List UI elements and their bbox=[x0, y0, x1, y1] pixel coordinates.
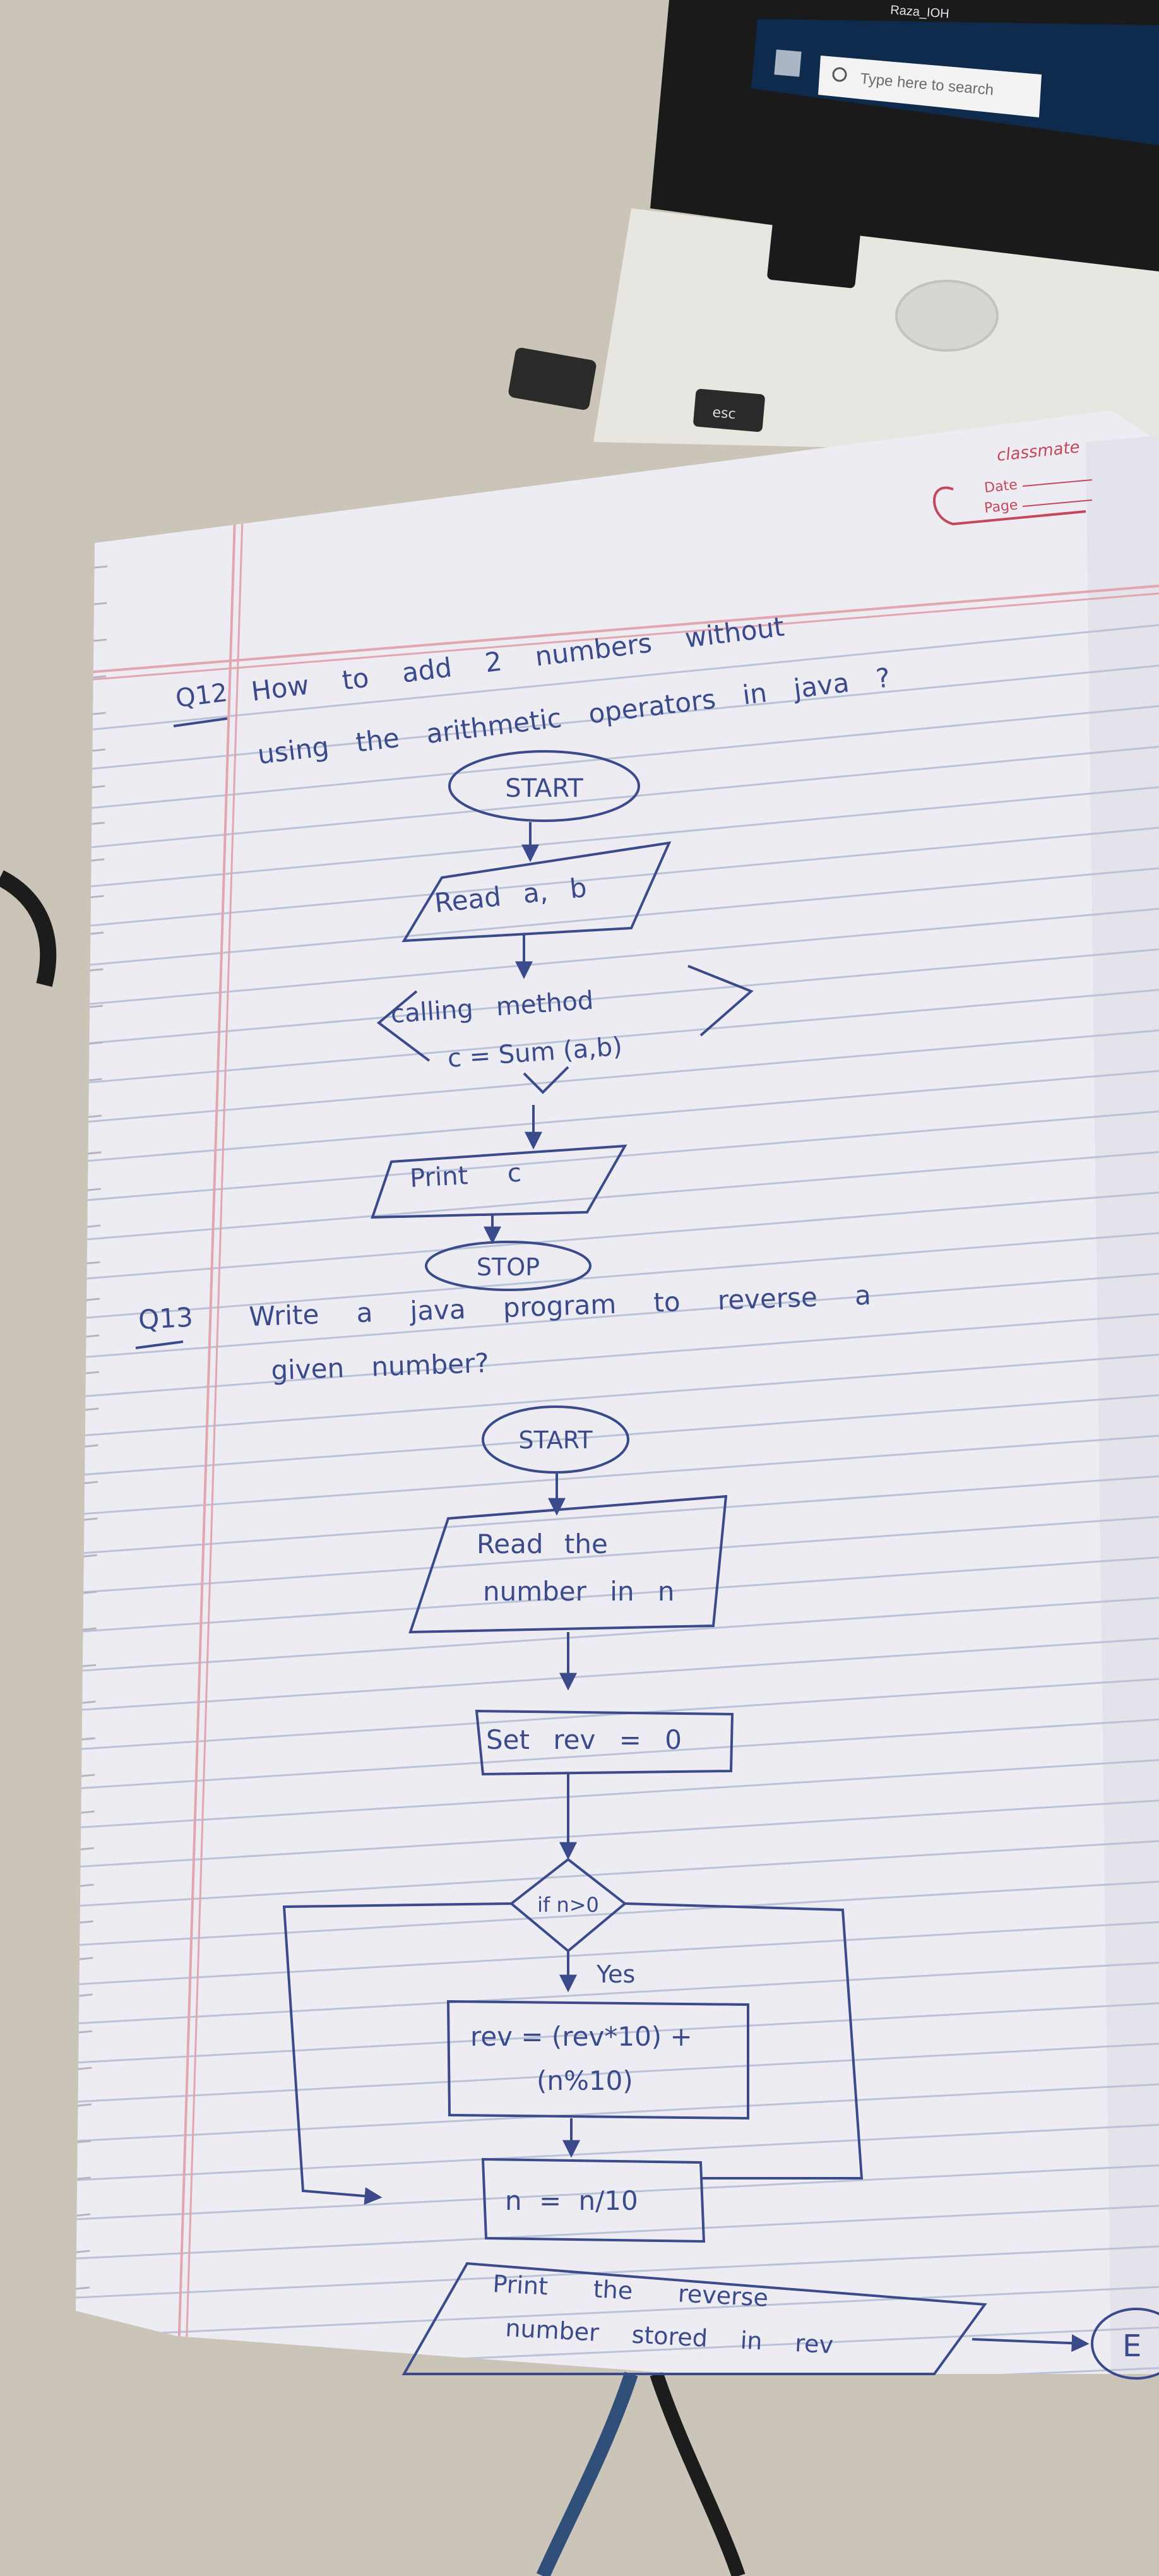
ruled-line bbox=[76, 1151, 1159, 1243]
ruled-line bbox=[76, 664, 1159, 773]
q13-start-terminal: START bbox=[482, 1405, 629, 1474]
date-label: Date bbox=[984, 477, 1018, 496]
q13-loop-exit-line bbox=[282, 1902, 512, 2205]
ruled-line bbox=[76, 2286, 1159, 2339]
esc-key[interactable] bbox=[693, 388, 766, 432]
ruled-line bbox=[76, 786, 1159, 890]
ruled-line bbox=[76, 1637, 1159, 1712]
ruled-line bbox=[76, 1840, 1159, 1908]
ruled-line bbox=[76, 2123, 1159, 2182]
q13-number: Q13 bbox=[138, 1302, 194, 1335]
ruled-line bbox=[76, 2205, 1159, 2260]
left-margin-line-2 bbox=[184, 517, 244, 2374]
ruled-line bbox=[76, 1678, 1159, 1751]
ruled-line bbox=[76, 1313, 1159, 1399]
top-margin-line-2 bbox=[76, 592, 1159, 683]
ruled-line bbox=[76, 1799, 1159, 1869]
ruled-line bbox=[76, 1070, 1159, 1164]
ruled-line bbox=[76, 1394, 1159, 1477]
ruled-line bbox=[76, 2245, 1159, 2299]
q12-print-output: Print c bbox=[371, 1144, 627, 1219]
page-label: Page bbox=[984, 498, 1019, 516]
ruled-line bbox=[76, 989, 1159, 1086]
q13-compute-line1: rev = (rev*10) + bbox=[470, 2021, 692, 2052]
q13-divide-process: n = n/10 bbox=[481, 2157, 706, 2243]
ruled-line bbox=[76, 1354, 1159, 1438]
ruled-line bbox=[76, 948, 1159, 1047]
laptop: Type here to search Raza_IOH esc bbox=[508, 0, 1159, 455]
ruled-line bbox=[76, 1232, 1159, 1321]
ruled-line bbox=[76, 1110, 1159, 1203]
q13-end-fragment: E bbox=[1122, 2329, 1141, 2364]
q12-stop-terminal: STOP bbox=[425, 1241, 591, 1291]
esc-key-label: esc bbox=[711, 405, 736, 422]
ruled-line bbox=[76, 826, 1159, 929]
q13-start-label: START bbox=[518, 1426, 593, 1454]
ruled-lines bbox=[76, 624, 1159, 2374]
ruled-line bbox=[76, 1718, 1159, 1791]
edge-tick bbox=[76, 2103, 92, 2108]
ruled-line bbox=[76, 1759, 1159, 1830]
black-cable bbox=[650, 2371, 746, 2576]
q12-number: Q12 bbox=[174, 678, 229, 713]
q13-divide-label: n = n/10 bbox=[505, 2185, 638, 2216]
ruled-line bbox=[76, 1272, 1159, 1360]
ruled-line bbox=[76, 1556, 1159, 1634]
ruled-line bbox=[76, 1475, 1159, 1556]
q13-read-line1: Read the bbox=[477, 1529, 608, 1559]
ruled-line bbox=[76, 2042, 1159, 2104]
q13-end-terminal: E bbox=[1091, 2308, 1159, 2380]
laptop-speaker bbox=[895, 280, 999, 352]
ruled-line bbox=[76, 1921, 1159, 1986]
ruled-line bbox=[76, 2164, 1159, 2221]
ruled-line bbox=[76, 624, 1159, 734]
windows-icon[interactable] bbox=[774, 49, 802, 77]
q13-yes-label: Yes bbox=[596, 1960, 635, 1988]
left-margin-line bbox=[177, 517, 236, 2374]
table-cable bbox=[0, 870, 57, 987]
notebook-page: classmate Date Page Q12 How to add 2 num… bbox=[76, 410, 1159, 2380]
edge-tick bbox=[76, 2176, 91, 2181]
q13-decision: if n>0 bbox=[509, 1857, 627, 1953]
ruled-line bbox=[76, 705, 1159, 812]
q13-set-process: Set rev = 0 bbox=[475, 1709, 734, 1776]
blue-cable bbox=[536, 2371, 638, 2576]
edge-tick bbox=[76, 2250, 90, 2254]
q13-loop-back-line bbox=[624, 1902, 864, 2179]
ruled-line bbox=[76, 746, 1159, 851]
ruled-line bbox=[76, 2083, 1159, 2143]
ruled-line bbox=[76, 1962, 1159, 2025]
laptop-hinge-block bbox=[767, 210, 862, 289]
tick-mark bbox=[523, 1066, 569, 1094]
q13-arrow-end bbox=[972, 2334, 1090, 2352]
q13-read-line2: number in n bbox=[483, 1576, 675, 1607]
ruled-line bbox=[76, 1515, 1159, 1595]
taskbar-search-box[interactable]: Type here to search bbox=[818, 56, 1042, 117]
q13-compute-process: rev = (rev*10) + (n%10) bbox=[446, 2000, 749, 2120]
q13-compute-line2: (n%10) bbox=[537, 2065, 633, 2096]
ruled-line bbox=[76, 867, 1159, 969]
ruled-line bbox=[76, 907, 1159, 1008]
usb-connector bbox=[508, 347, 597, 410]
ruled-line bbox=[76, 1597, 1159, 1673]
q12-stop-label: STOP bbox=[477, 1253, 540, 1281]
q13-question-line2: given number? bbox=[271, 1347, 490, 1386]
q13-read-input: Read the number in n bbox=[408, 1494, 728, 1634]
q13-condition-label: if n>0 bbox=[537, 1893, 599, 1917]
q12-start-terminal: START bbox=[448, 750, 640, 822]
edge-tick bbox=[76, 2286, 90, 2291]
ruled-line bbox=[76, 2002, 1159, 2065]
top-margin-line bbox=[76, 585, 1159, 676]
ruled-line bbox=[76, 1434, 1159, 1517]
ruled-line bbox=[76, 1029, 1159, 1125]
edge-tick bbox=[76, 2213, 91, 2217]
q12-print-label: Print c bbox=[409, 1159, 522, 1193]
q13-set-label: Set rev = 0 bbox=[486, 1724, 682, 1755]
q12-start-label: START bbox=[505, 774, 583, 803]
edge-tick bbox=[76, 2140, 92, 2144]
ruled-line bbox=[76, 1191, 1159, 1282]
search-icon bbox=[832, 67, 847, 82]
